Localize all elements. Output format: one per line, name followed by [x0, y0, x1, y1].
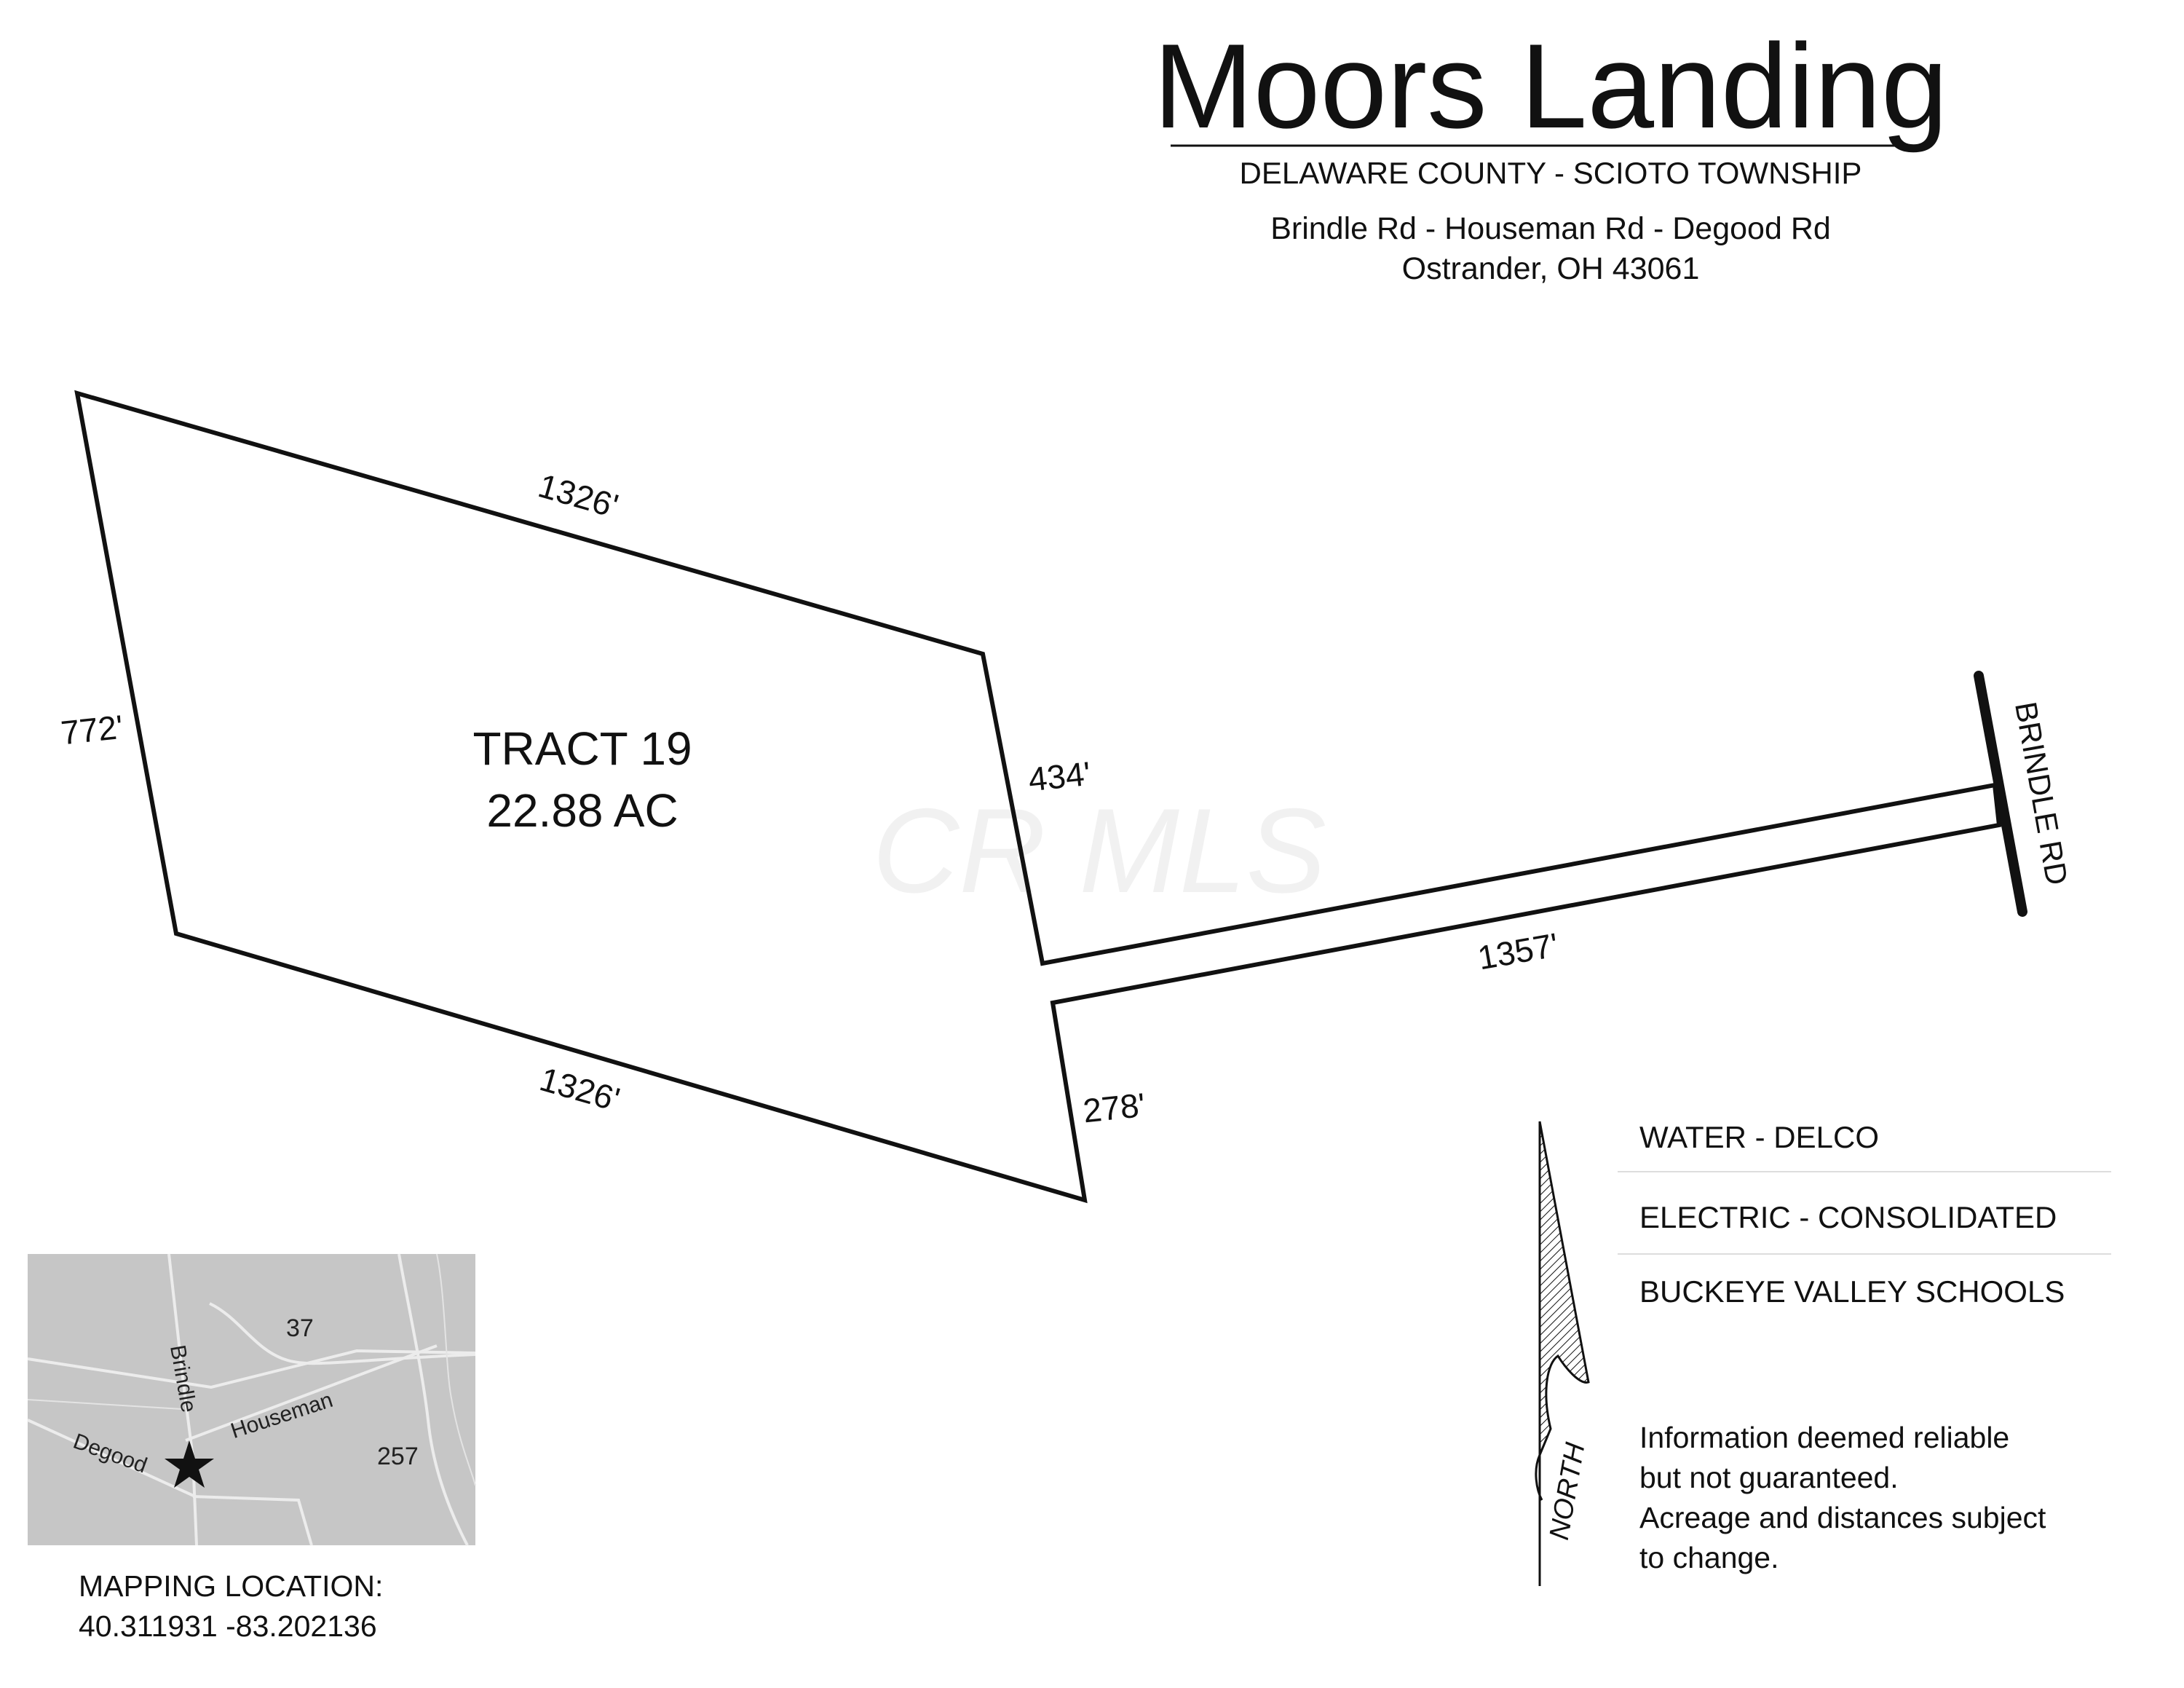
page-title: Moors Landing: [1153, 19, 1948, 153]
north-arrow-icon: [1535, 1121, 1590, 1586]
watermark: CR MLS: [872, 784, 1326, 918]
subtitle: DELAWARE COUNTY - SCIOTO TOWNSHIP: [1240, 156, 1862, 190]
north-label: NORTH: [1544, 1440, 1591, 1542]
mapping-location-label: MAPPING LOCATION:: [79, 1569, 383, 1603]
map-label-37: 37: [286, 1314, 314, 1342]
dimension-south: 1326': [536, 1060, 624, 1119]
city-line: Ostrander, OH 43061: [1402, 251, 1700, 286]
disclaimer-line-1: Information deemed reliable: [1639, 1421, 2009, 1454]
mapping-coordinates: 40.311931 -83.202136: [79, 1609, 377, 1643]
utility-schools: BUCKEYE VALLEY SCHOOLS: [1639, 1274, 2065, 1309]
dimension-drive: 1357': [1475, 926, 1561, 977]
utility-water: WATER - DELCO: [1639, 1120, 1879, 1154]
disclaimer-line-2: but not guaranteed.: [1639, 1461, 1899, 1494]
dimension-west: 772': [59, 708, 124, 752]
utility-electric: ELECTRIC - CONSOLIDATED: [1639, 1200, 2057, 1234]
locator-map[interactable]: 37 257 Brindle Houseman Degood: [27, 1253, 476, 1546]
dimension-north: 1326': [534, 466, 622, 525]
roads-line: Brindle Rd - Houseman Rd - Degood Rd: [1270, 211, 1831, 246]
disclaimer-line-4: to change.: [1639, 1541, 1779, 1574]
disclaimer-line-3: Acreage and distances subject: [1639, 1501, 2046, 1534]
tract-boundary[interactable]: [74, 390, 2002, 1204]
tract-acreage: 22.88 AC: [486, 784, 678, 837]
dimension-east-upper: 434': [1026, 754, 1092, 799]
brindle-road-line: [1974, 671, 2027, 917]
map-label-257: 257: [377, 1443, 419, 1470]
brindle-road-label: BRINDLE RD: [2009, 699, 2074, 888]
tract-name: TRACT 19: [472, 722, 692, 775]
dimension-east-lower: 278': [1081, 1086, 1147, 1130]
star-marker-icon: [165, 1440, 214, 1488]
